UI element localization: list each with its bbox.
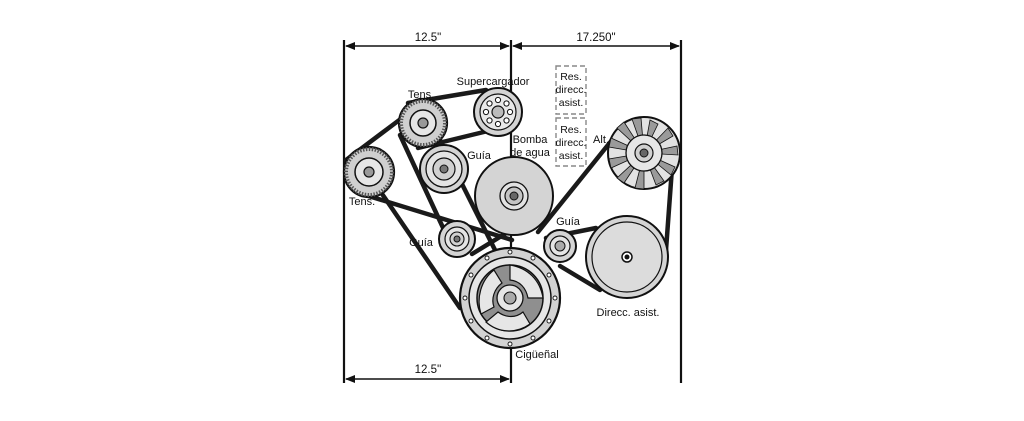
tensioner-top-label: Tens. xyxy=(408,89,434,101)
tensioner-top-pulley xyxy=(397,97,449,149)
supercharger-pulley xyxy=(473,87,523,137)
supercharger-label: Supercargador xyxy=(457,76,530,88)
power-steering-pulley xyxy=(585,215,669,299)
reservoir-b-label-line1: Res. xyxy=(560,124,582,136)
water-pump-label-line2: de agua xyxy=(510,147,551,159)
alternator-label: Alt. xyxy=(593,134,609,146)
idler-right-pulley xyxy=(543,229,577,263)
dimension-bottom-left-label: 12.5'' xyxy=(415,364,442,376)
idler-lower-label: Guía xyxy=(409,237,434,249)
tensioner-left-label: Tens. xyxy=(349,196,375,208)
power-steering-label: Direcc. asist. xyxy=(597,307,660,319)
idler-upper-pulley xyxy=(419,144,469,194)
dimension-top-right-label: 17.250" xyxy=(576,32,615,44)
water-pump-label-line1: Bomba xyxy=(513,134,549,146)
reservoir-a-label-line3: asist. xyxy=(559,97,584,109)
reservoir-b-label-line3: asist. xyxy=(559,150,584,162)
dimension-top-left-label: 12.5" xyxy=(415,32,441,44)
reservoir-b-label-line2: direcc. xyxy=(556,137,587,149)
reservoir-boxes xyxy=(555,65,587,167)
tensioner-left-pulley xyxy=(342,145,396,199)
idler-right-label: Guía xyxy=(556,216,581,228)
alternator-pulley xyxy=(607,116,681,190)
reservoir-a-label-line2: direcc. xyxy=(556,84,587,96)
crankshaft-pulley xyxy=(458,246,562,350)
reservoir-a-label-line1: Res. xyxy=(560,71,582,83)
reservoir-box-b xyxy=(555,117,587,167)
dimension-arrows xyxy=(345,42,680,383)
idler-lower-pulley xyxy=(438,220,476,258)
crankshaft-label: Cigüeñal xyxy=(515,349,558,361)
idler-upper-label: Guía xyxy=(467,150,492,162)
reservoir-box-a xyxy=(555,65,587,115)
water-pump-pulley xyxy=(474,156,554,236)
